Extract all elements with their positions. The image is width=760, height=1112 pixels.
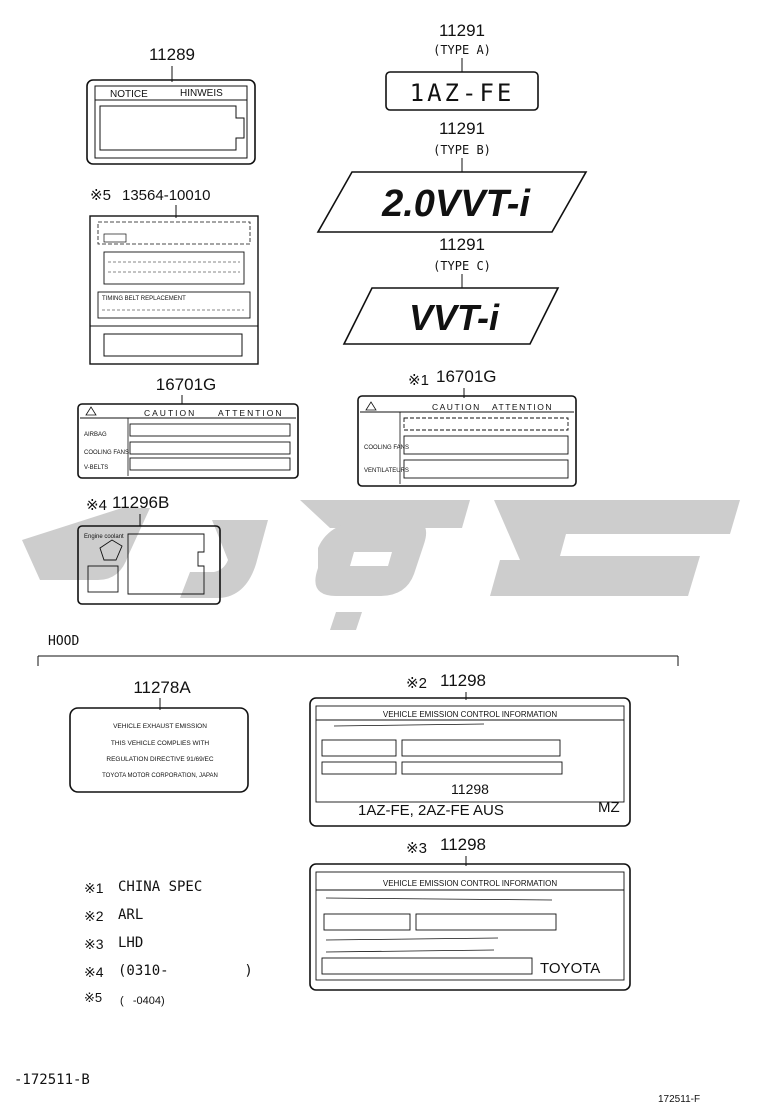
part-number: 11291 — [439, 119, 485, 138]
part-number: 16701G — [436, 367, 497, 386]
timing-belt-text: TIMING BELT REPLACEMENT — [102, 296, 186, 302]
row-label: V-BELTS — [84, 465, 108, 471]
part-number: 11278A — [133, 678, 191, 697]
part-11291-type-b: 11291 (TYPE B) 2.0VVT-i — [316, 119, 588, 233]
part-11289: 11289 NOTICE HINWEIS — [86, 45, 256, 165]
hood-label: HOOD — [48, 634, 79, 649]
legend-mark: ※4 — [84, 964, 104, 980]
part-16701g-china: ※1 16701G CAUTION ATTENTION COOLING FANS… — [357, 367, 577, 487]
spec-mark: ※2 — [406, 675, 427, 692]
part-16701g: 16701G CAUTION ATTENTION AIRBAG COOLING … — [77, 375, 299, 479]
spec-mark: ※5 — [90, 187, 111, 204]
part-number: 13564-10010 — [122, 187, 210, 204]
spec-mark: ※3 — [406, 840, 427, 857]
part-number: 11291 — [439, 21, 485, 40]
part-11291-type-c: 11291 (TYPE C) VVT-i — [342, 235, 560, 345]
legend-mark: ※1 — [84, 880, 104, 896]
model-code: MZ — [598, 799, 620, 816]
caution-label: CAUTION — [432, 402, 481, 412]
legend-text: CHINA SPEC — [118, 879, 202, 895]
vvti-emblem: 2.0VVT-i — [381, 183, 531, 225]
part-number: 11289 — [149, 45, 195, 64]
part-number: 11298 — [440, 671, 486, 690]
legend-text: ARL — [118, 907, 143, 923]
emission-line: TOYOTA MOTOR CORPORATION, JAPAN — [102, 773, 218, 779]
emission-title: VEHICLE EMISSION CONTROL INFORMATION — [383, 710, 557, 719]
engine-code-emblem: 1AZ-FE — [410, 79, 515, 107]
part-number: 11298 — [440, 835, 486, 854]
part-11298-lhd: ※3 11298 VEHICLE EMISSION CONTROL INFORM… — [309, 835, 631, 991]
emission-line: THIS VEHICLE COMPLIES WITH — [111, 740, 210, 747]
row-label: AIRBAG — [84, 432, 107, 438]
hood-section: HOOD — [37, 634, 679, 666]
attention-label: ATTENTION — [492, 402, 553, 412]
inner-part-number: 11298 — [451, 781, 489, 797]
caution-label: CAUTION — [144, 408, 196, 418]
hinweis-label: HINWEIS — [180, 88, 223, 99]
figure-code-right: 172511-F — [658, 1094, 700, 1105]
engine-models: 1AZ-FE, 2AZ-FE AUS — [358, 802, 504, 819]
part-number: 16701G — [156, 375, 217, 394]
row-label: COOLING FANS — [364, 445, 409, 451]
legend-text: LHD — [118, 935, 143, 951]
toyota-brand: TOYOTA — [540, 960, 600, 977]
spec-mark: ※1 — [408, 372, 429, 389]
part-11291-type-a: 11291 (TYPE A) 1AZ-FE — [385, 21, 539, 111]
watermark-logo — [22, 500, 740, 630]
legend-mark: ※2 — [84, 908, 104, 924]
part-13564-10010: ※5 13564-10010 TIMING BELT REPLACEMENT — [89, 187, 259, 365]
attention-label: ATTENTION — [218, 408, 284, 418]
spec-mark: ※4 — [86, 497, 107, 514]
part-11278a: 11278A VEHICLE EXHAUST EMISSION THIS VEH… — [69, 678, 249, 793]
type-label: (TYPE C) — [433, 259, 491, 273]
legend-mark: ※3 — [84, 936, 104, 952]
row-label: COOLING FANS — [84, 450, 129, 456]
legend-mark: ※5 — [84, 990, 102, 1005]
spec-legend: ※1 CHINA SPEC ※2 ARL ※3 LHD ※4 (0310- ) … — [84, 879, 253, 1007]
part-number: 11296B — [112, 493, 169, 512]
notice-label: NOTICE — [110, 89, 148, 100]
part-11298-arl: ※2 11298 VEHICLE EMISSION CONTROL INFORM… — [309, 671, 631, 827]
coolant-text: Engine coolant — [84, 534, 124, 540]
footer: -172511-B 172511-F — [14, 1072, 700, 1105]
type-label: (TYPE A) — [433, 43, 491, 57]
type-label: (TYPE B) — [433, 143, 491, 157]
vvti-emblem: VVT-i — [409, 297, 500, 338]
emission-title: VEHICLE EMISSION CONTROL INFORMATION — [383, 879, 557, 888]
row-label: VENTILATEURS — [364, 468, 409, 474]
figure-code-left: -172511-B — [14, 1072, 90, 1088]
emission-line: REGULATION DIRECTIVE 91/69/EC — [106, 756, 213, 763]
emission-line: VEHICLE EXHAUST EMISSION — [113, 723, 207, 730]
legend-text: (0310- ) — [118, 963, 253, 979]
legend-text: ( -0404) — [120, 995, 165, 1007]
part-number: 11291 — [439, 235, 485, 254]
part-11296b: ※4 11296B Engine coolant — [77, 493, 221, 605]
